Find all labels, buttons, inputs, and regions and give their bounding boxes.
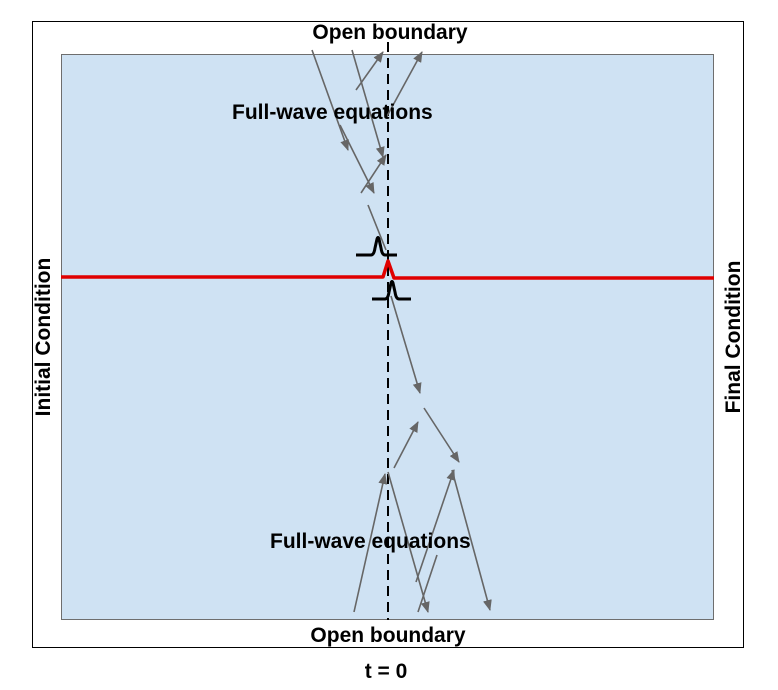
ray-arrow bbox=[451, 469, 492, 611]
ray-arrow bbox=[339, 124, 375, 194]
ray-arrow bbox=[351, 49, 385, 158]
upper-pulse bbox=[356, 236, 397, 257]
ray-arrow bbox=[353, 473, 388, 613]
lower-pulse bbox=[372, 280, 411, 301]
upper-region-label: Full-wave equations bbox=[232, 101, 433, 124]
ray-arrow bbox=[423, 407, 460, 463]
ray-arrow bbox=[415, 469, 456, 583]
interface-line bbox=[61, 259, 714, 280]
ray-arrow bbox=[385, 51, 423, 119]
ray-arrow bbox=[393, 421, 419, 469]
outer-frame bbox=[32, 21, 744, 648]
left-edge-label: Initial Condition bbox=[32, 257, 55, 417]
ray-arrow bbox=[360, 154, 387, 194]
ray-arrow bbox=[355, 51, 384, 91]
ray-arrow bbox=[387, 471, 430, 613]
time-label: t = 0 bbox=[364, 660, 408, 683]
upper-ray-paths bbox=[311, 49, 423, 251]
ray-arrow bbox=[417, 554, 438, 613]
top-boundary-label: Open boundary bbox=[312, 21, 468, 44]
ray-arrow bbox=[390, 295, 422, 394]
lower-region-label: Full-wave equations bbox=[270, 530, 471, 553]
ray-arrow bbox=[367, 204, 387, 251]
right-edge-label: Final Condition bbox=[722, 260, 745, 414]
bottom-boundary-label: Open boundary bbox=[310, 624, 466, 647]
lower-ray-paths bbox=[353, 295, 492, 613]
ray-arrow bbox=[311, 49, 349, 151]
